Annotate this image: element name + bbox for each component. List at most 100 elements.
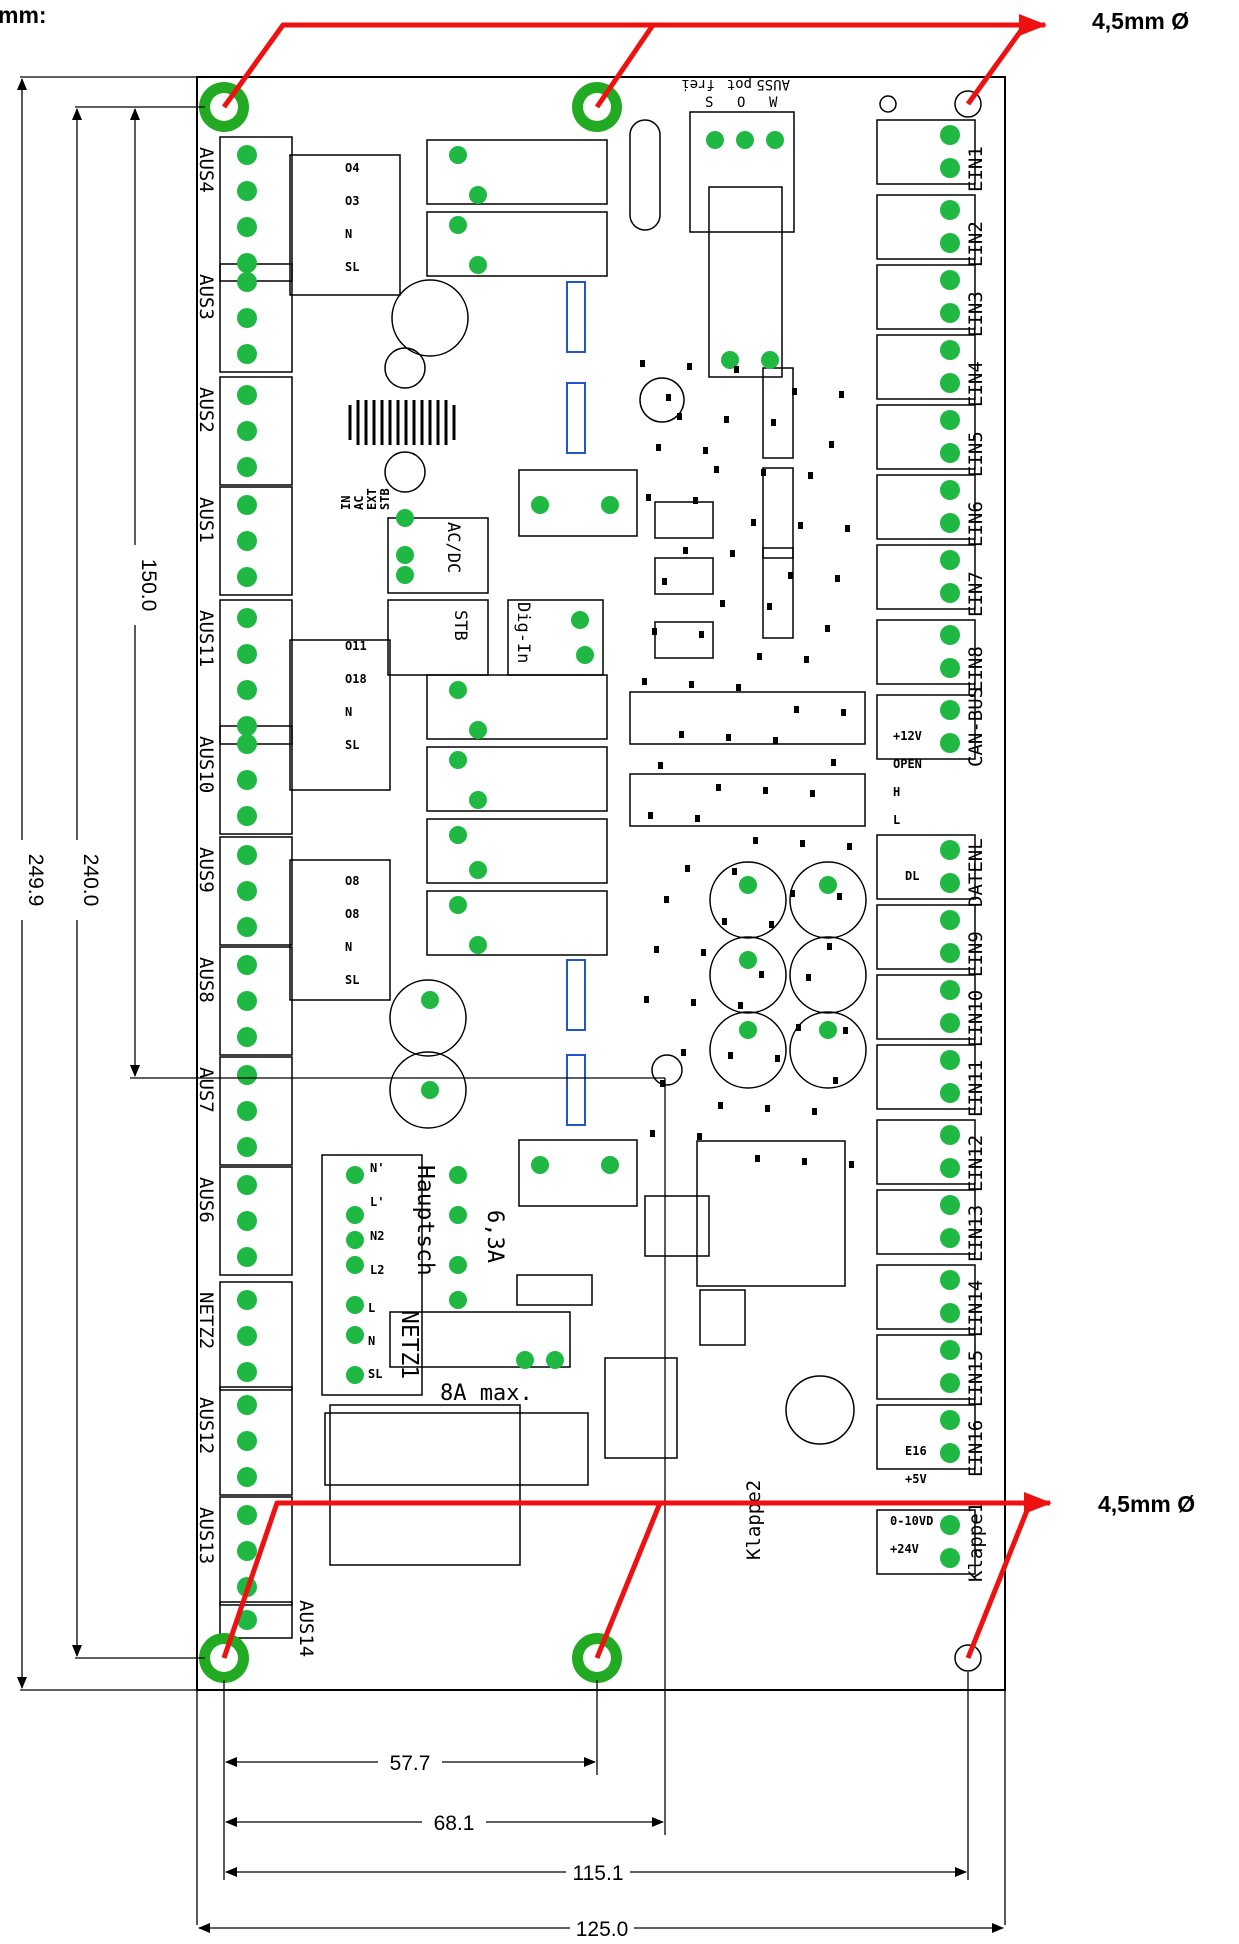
terminal-pad — [237, 457, 257, 477]
smd-mark — [796, 1024, 801, 1031]
right-terminal-label: EIN5 — [965, 431, 987, 477]
relay-group — [289, 111, 866, 1566]
terminal-pad — [940, 270, 960, 290]
hauptsch-label: Hauptsch — [412, 1165, 438, 1276]
terminal-pad — [237, 421, 257, 441]
pin-label: STB — [378, 488, 392, 510]
smd-mark — [724, 416, 729, 423]
smd-mark — [794, 706, 799, 713]
terminal-pad — [237, 845, 257, 865]
terminal-pad — [237, 1290, 257, 1310]
component-pad — [449, 751, 467, 769]
terminal-pad — [940, 1373, 960, 1393]
left-terminal-block — [219, 486, 293, 596]
smd-mark — [701, 949, 706, 956]
component-pad — [761, 351, 779, 369]
component-pad — [736, 131, 754, 149]
smd-mark — [697, 1133, 702, 1140]
smd-mark — [726, 734, 731, 741]
terminal-pad — [237, 253, 257, 273]
terminal-pad — [237, 181, 257, 201]
smd-mark — [660, 1080, 665, 1087]
dim-h2: 68.1 — [434, 1812, 475, 1835]
left-terminal-label: AUS4 — [195, 147, 217, 193]
pin-label: SL — [345, 260, 359, 274]
component-pad — [546, 1351, 564, 1369]
right-terminal-block — [876, 1404, 976, 1470]
pin-label: N — [345, 705, 352, 719]
terminal-pad — [940, 1270, 960, 1290]
component-pad — [346, 1206, 364, 1224]
smd-mark — [689, 681, 694, 688]
terminal-pad — [237, 881, 257, 901]
terminal-pad — [940, 1548, 960, 1568]
left-terminal-blocks — [219, 136, 293, 1639]
terminal-pad — [237, 217, 257, 237]
smd-mark — [767, 603, 772, 610]
right-terminal-label: DATENL — [965, 838, 987, 907]
pin-label: O4 — [345, 161, 359, 175]
left-terminal-label: AUS1 — [195, 497, 217, 543]
smd-mark — [802, 1158, 807, 1165]
terminal-pad — [940, 513, 960, 533]
smd-mark — [765, 1105, 770, 1112]
terminal-pad — [237, 1211, 257, 1231]
pin-label: AC — [352, 496, 366, 510]
component-pad — [449, 216, 467, 234]
terminal-pad — [940, 340, 960, 360]
terminal-pad — [940, 373, 960, 393]
right-terminal-label: EIN6 — [965, 501, 987, 547]
smd-mark — [691, 999, 696, 1006]
left-terminal-block — [219, 1386, 293, 1496]
right-terminal-blocks — [876, 119, 976, 1575]
component-pad — [449, 896, 467, 914]
smd-mark — [753, 837, 758, 844]
right-terminal-label: EIN3 — [965, 291, 987, 337]
klappe2-label: Klappe2 — [743, 1480, 765, 1560]
smd-mark — [841, 709, 846, 716]
terminal-pad — [940, 1340, 960, 1360]
pin-label: +24V — [890, 1542, 919, 1556]
dimension-labels: 150.0 240.0 249.9 57.7 68.1 115.1 125.0 — [7, 545, 634, 1941]
right-terminal-label: EIN1 — [965, 146, 987, 192]
component-pad — [601, 496, 619, 514]
pin-label: O18 — [345, 672, 367, 686]
smd-components — [640, 360, 854, 1168]
component-pad — [346, 1231, 364, 1249]
terminal-pad — [237, 1027, 257, 1047]
smd-mark — [714, 466, 719, 473]
smd-mark — [769, 921, 774, 928]
component-pad — [449, 1206, 467, 1224]
component-pad — [516, 1351, 534, 1369]
aus5-letter-0: S — [705, 95, 713, 111]
dim-v1: 150.0 — [137, 559, 160, 612]
smd-mark — [685, 865, 690, 872]
smd-mark — [792, 388, 797, 395]
right-terminal-label: EIN10 — [965, 990, 987, 1047]
callout-bottom: 4,5mm Ø — [1098, 1491, 1196, 1517]
terminal-pad — [940, 233, 960, 253]
right-terminal-block — [876, 1189, 976, 1255]
smd-mark — [722, 918, 727, 925]
terminal-pad — [940, 583, 960, 603]
terminal-pad — [237, 991, 257, 1011]
right-terminal-label: EIN12 — [965, 1135, 987, 1192]
stb-label: STB — [450, 610, 470, 641]
smd-mark — [849, 1161, 854, 1168]
smd-mark — [736, 684, 741, 691]
right-terminal-label: EIN7 — [965, 571, 987, 617]
terminal-pad — [237, 272, 257, 292]
left-terminal-label: AUS8 — [195, 957, 217, 1003]
terminal-pad — [237, 531, 257, 551]
terminal-pad — [237, 734, 257, 754]
terminal-pad — [940, 1443, 960, 1463]
terminal-pad — [237, 680, 257, 700]
smd-mark — [699, 631, 704, 638]
terminal-pad — [237, 644, 257, 664]
pin-label: IN — [339, 496, 353, 510]
component-pad — [396, 509, 414, 527]
smd-mark — [829, 441, 834, 448]
smd-mark — [683, 547, 688, 554]
component-pad — [739, 876, 757, 894]
dim-h1: 57.7 — [390, 1752, 431, 1775]
